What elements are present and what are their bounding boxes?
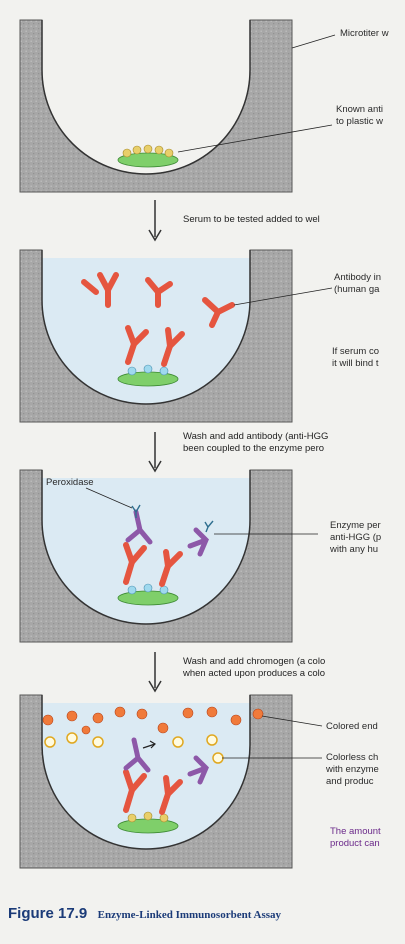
label-colorless-chromogen-2: with enzyme (326, 764, 379, 776)
label-antibody-2: (human ga (334, 284, 379, 296)
leader-microtiter (292, 35, 335, 48)
step-3-text-line-1: Wash and add chromogen (a colo (183, 656, 325, 668)
arrow-2 (149, 432, 161, 471)
step-1-text: Serum to be tested added to wel (183, 214, 320, 226)
step-3-text-line-2: when acted upon produces a colo (183, 668, 325, 680)
panel-3-well (20, 470, 318, 642)
label-colored-end-product: Colored end (326, 721, 378, 733)
step-2-text-line-2: been coupled to the enzyme pero (183, 443, 324, 455)
label-enzyme-peroxidase-3: with any hu (330, 544, 378, 556)
label-serum-bind-2: it will bind t (332, 358, 378, 370)
figure-caption: Figure 17.9 Enzyme-Linked Immunosorbent … (8, 905, 281, 923)
label-known-antigen-2: to plastic w (336, 116, 383, 128)
label-enzyme-peroxidase: Enzyme per (330, 520, 381, 532)
label-colorless-chromogen: Colorless ch (326, 752, 378, 764)
label-amount-product: The amount (330, 826, 381, 838)
figure-title: Enzyme-Linked Immunosorbent Assay (98, 909, 281, 921)
arrow-3 (149, 652, 161, 691)
label-microtiter-well: Microtiter w (340, 28, 389, 40)
arrow-1 (149, 200, 161, 240)
panel-2-well (20, 250, 332, 422)
label-serum-bind: If serum co (332, 346, 379, 358)
label-known-antigen: Known anti (336, 104, 383, 116)
label-peroxidase: Peroxidase (46, 477, 94, 489)
label-colorless-chromogen-3: and produc (326, 776, 374, 788)
step-2-text-line-1: Wash and add antibody (anti-HGG (183, 431, 328, 443)
label-amount-product-2: product can (330, 838, 380, 850)
label-antibody: Antibody in (334, 272, 381, 284)
label-enzyme-peroxidase-2: anti-HGG (p (330, 532, 381, 544)
figure-number: Figure 17.9 (8, 905, 87, 922)
panel-1-well (20, 20, 335, 192)
panel-4-well (20, 695, 322, 868)
antigen-cluster (118, 145, 178, 167)
